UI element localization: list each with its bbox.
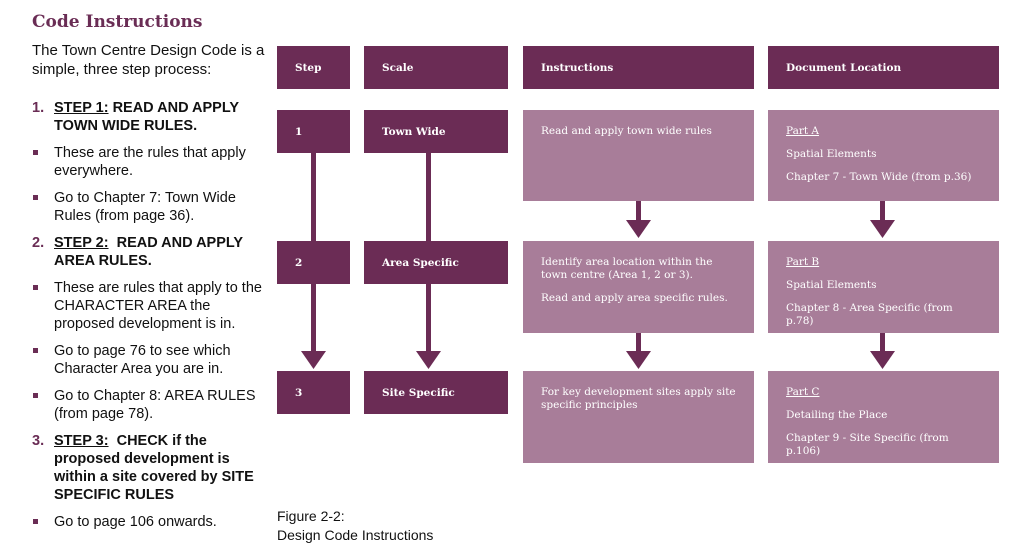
step-number: 3. — [32, 433, 45, 449]
header-instructions: Instructions — [523, 46, 754, 89]
arrow-shaft — [880, 333, 885, 354]
step-label: STEP 2: — [54, 235, 109, 251]
part-label: Part A — [786, 125, 820, 137]
instructions-cell-1: Read and apply town wide rules — [523, 110, 754, 201]
step-label: STEP 1: — [54, 100, 109, 116]
step-heading-3: 3. STEP 3: CHECK if the proposed develop… — [32, 432, 272, 504]
location-cell-3: Part C Detailing the Place Chapter 9 - S… — [768, 371, 999, 463]
scale-cell-2: Area Specific — [364, 241, 508, 284]
location-cell-2: Part B Spatial Elements Chapter 8 - Area… — [768, 241, 999, 333]
page-title: Code Instructions — [32, 12, 203, 32]
header-step: Step — [277, 46, 350, 89]
step-bullet: Go to page 76 to see which Character Are… — [32, 342, 272, 378]
instruction-text: Read and apply town wide rules — [541, 125, 712, 137]
step-cell-2: 2 — [277, 241, 350, 284]
step-text: CHECK if the proposed development is wit… — [54, 433, 254, 503]
step-bullet: These are the rules that apply everywher… — [32, 144, 272, 180]
instructions-cell-3: For key development sites apply site spe… — [523, 371, 754, 463]
arrow-head — [626, 351, 651, 369]
arrow-head — [870, 351, 895, 369]
chapter-label: Chapter 7 - Town Wide (from p.36) — [786, 171, 972, 183]
step-text: READ AND APPLY TOWN WIDE RULES. — [54, 100, 239, 134]
arrow-head — [626, 220, 651, 238]
intro-text: The Town Centre Design Code is a simple,… — [32, 42, 265, 78]
header-scale: Scale — [364, 46, 508, 89]
step-cell-1: 1 — [277, 110, 350, 153]
location-cell-1: Part A Spatial Elements Chapter 7 - Town… — [768, 110, 999, 201]
instructions-cell-2: Identify area location within the town c… — [523, 241, 754, 333]
instruction-text: Identify area location within the town c… — [541, 256, 713, 281]
arrow-shaft — [880, 201, 885, 223]
step-item-1: 1. STEP 1: READ AND APPLY TOWN WIDE RULE… — [32, 99, 272, 225]
step-label: STEP 3: — [54, 433, 109, 449]
step-cell-3: 3 — [277, 371, 350, 414]
step-item-3: 3. STEP 3: CHECK if the proposed develop… — [32, 432, 272, 531]
step-heading-1: 1. STEP 1: READ AND APPLY TOWN WIDE RULE… — [32, 99, 272, 135]
part-label: Part C — [786, 386, 820, 398]
header-document-location: Document Location — [768, 46, 999, 89]
arrow-head — [870, 220, 895, 238]
step-list: 1. STEP 1: READ AND APPLY TOWN WIDE RULE… — [32, 99, 272, 531]
chapter-label: Chapter 9 - Site Specific (from p.106) — [786, 432, 949, 457]
step-bullet: Go to Chapter 8: AREA RULES (from page 7… — [32, 387, 272, 423]
chapter-label: Chapter 8 - Area Specific (from p.78) — [786, 302, 953, 327]
elements-label: Spatial Elements — [786, 279, 877, 291]
figure-title: Design Code Instructions — [277, 527, 434, 543]
figure-number: Figure 2-2: — [277, 508, 345, 524]
arrow-shaft — [636, 201, 641, 223]
elements-label: Spatial Elements — [786, 148, 877, 160]
scale-cell-1: Town Wide — [364, 110, 508, 153]
step-bullet: These are rules that apply to the CHARAC… — [32, 279, 272, 333]
figure-caption: Figure 2-2: Design Code Instructions — [277, 507, 433, 545]
step-item-2: 2. STEP 2: READ AND APPLY AREA RULES. Th… — [32, 234, 272, 423]
step-number: 1. — [32, 100, 45, 116]
instruction-text: Read and apply area specific rules. — [541, 292, 728, 304]
part-label: Part B — [786, 256, 820, 268]
step-bullet: Go to page 106 onwards. — [32, 513, 272, 531]
step-number: 2. — [32, 235, 45, 251]
elements-label: Detailing the Place — [786, 409, 888, 421]
step-bullet: Go to Chapter 7: Town Wide Rules (from p… — [32, 189, 272, 225]
instruction-text: For key development sites apply site spe… — [541, 386, 736, 411]
step-heading-2: 2. STEP 2: READ AND APPLY AREA RULES. — [32, 234, 272, 270]
arrow-head — [416, 351, 441, 369]
arrow-head — [301, 351, 326, 369]
scale-cell-3: Site Specific — [364, 371, 508, 414]
arrow-shaft — [636, 333, 641, 354]
step-text: READ AND APPLY AREA RULES. — [54, 235, 243, 269]
